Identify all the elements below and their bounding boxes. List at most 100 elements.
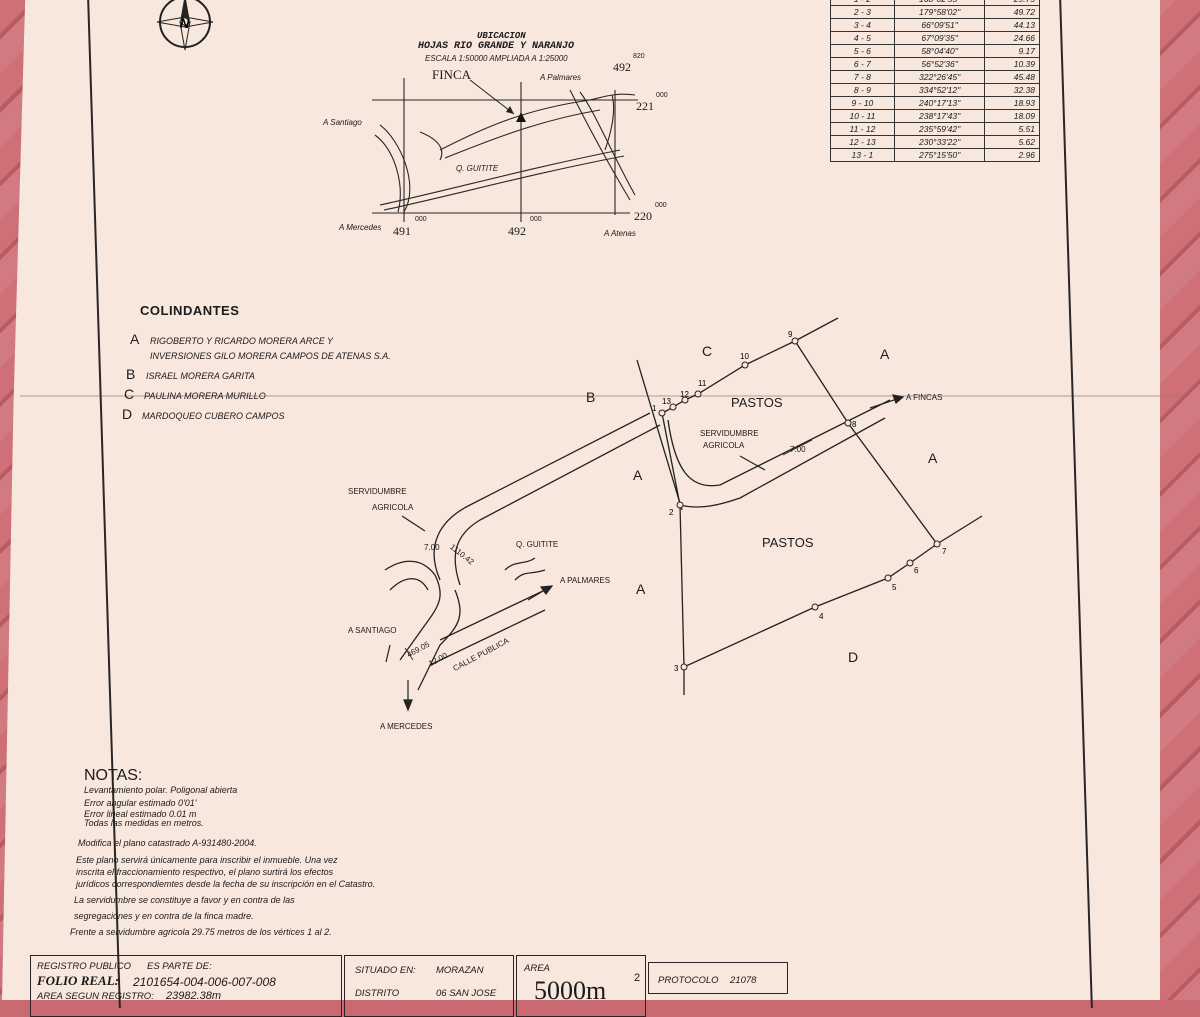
area-registry-label: AREA SEGUN REGISTRO: — [37, 991, 154, 1002]
vertex-label: 5 — [892, 583, 897, 592]
bearing-distance-table: 1 - 2168°02'55''29.752 - 3179°58'02''49.… — [830, 0, 1040, 162]
palmares-label: A PALMARES — [560, 576, 611, 585]
survey-plan-sheet — [2, 0, 1160, 1000]
registry-label: REGISTRO PUBLICO — [37, 961, 131, 972]
note-line: inscrita el fraccionamiento respectivo, … — [76, 867, 334, 877]
note-line: Error angular estimado 0'01' — [84, 798, 197, 808]
map-atenas-label: A Atenas — [604, 229, 636, 238]
vertex-marker — [933, 540, 941, 548]
part-of-label: ES PARTE DE: — [147, 961, 212, 972]
pastos-label-lower: PASTOS — [762, 535, 814, 550]
servidumbre-left-label: SERVIDUMBRE — [348, 487, 407, 496]
colindante-key-c: C — [124, 386, 135, 402]
vertex-label: 2 — [669, 508, 674, 517]
area-value: 5000m — [534, 976, 607, 1005]
coord-492: 492 — [508, 224, 526, 238]
area-registry-value: 23982.38m — [166, 990, 222, 1002]
folio-label: FOLIO REAL: — [37, 973, 119, 988]
vertex-marker — [658, 409, 666, 417]
note-line: Este plano servirá únicamente para inscr… — [76, 855, 338, 865]
note-line: segregaciones y en contra de la finca ma… — [74, 911, 254, 921]
vertex-marker — [884, 574, 892, 582]
colindante-text-a2: INVERSIONES GILO MORERA CAMPOS DE ATENAS… — [150, 351, 391, 361]
note-line: Modifica el plano catastrado A-931480-20… — [78, 838, 257, 848]
coord-492-sup: 000 — [530, 216, 542, 223]
agricola-right-label: AGRICOLA — [703, 441, 745, 450]
colindante-text-b: ISRAEL MORERA GARITA — [146, 371, 255, 381]
vertex-label: 3 — [674, 664, 679, 673]
distrito-label: DISTRITO — [355, 988, 400, 999]
zone-d-label: D — [848, 649, 859, 665]
colindante-key-a: A — [130, 331, 140, 347]
vertex-marker — [681, 396, 689, 404]
bearing-line: 13 - 1 — [830, 148, 895, 162]
location-scale: ESCALA 1:50000 AMPLIADA A 1:25000 — [425, 54, 568, 63]
vertex-marker — [676, 501, 684, 509]
situado-label: SITUADO EN: — [355, 965, 416, 976]
vertex-marker — [811, 603, 819, 611]
bearing-distance: 5.62 — [984, 135, 1040, 149]
situado-value: MORAZAN — [436, 965, 484, 976]
vertex-marker — [791, 337, 799, 345]
note-line: Levantamiento polar. Poligonal abierta — [84, 785, 238, 795]
paper-fold-line — [20, 395, 1180, 397]
coord-221: 221 — [636, 99, 654, 113]
colindante-key-d: D — [122, 406, 133, 422]
map-guitite-label: Q. GUITITE — [456, 164, 499, 173]
servidumbre-right-label: SERVIDUMBRE — [700, 429, 759, 438]
zone-a-label-left: A — [633, 467, 643, 483]
vertex-label: 9 — [788, 330, 793, 339]
vertex-label: 1 — [652, 404, 657, 413]
vertex-label: 13 — [662, 397, 671, 406]
vertex-label: 12 — [680, 390, 689, 399]
finca-label: FINCA — [432, 67, 472, 82]
pastos-label-upper: PASTOS — [731, 395, 783, 410]
location-sheets: HOJAS RIO GRANDE Y NARANJO — [418, 41, 575, 52]
location-title: UBICACION — [477, 31, 526, 41]
vertex-marker — [694, 390, 702, 398]
area-label: AREA — [524, 963, 550, 974]
coord-492-top-sup: 820 — [633, 53, 645, 60]
vertex-marker — [906, 559, 914, 567]
zone-c-label: C — [702, 343, 713, 359]
vertex-marker — [669, 403, 677, 411]
agricola-left-label: AGRICOLA — [372, 503, 414, 512]
vertex-label: 7 — [942, 547, 947, 556]
colindante-key-b: B — [126, 366, 136, 382]
santiago-label: A SANTIAGO — [348, 626, 397, 635]
bearing-distance: 5.51 — [984, 122, 1040, 136]
protocolo-label: PROTOCOLO — [658, 975, 719, 986]
protocolo-value: 21078 — [730, 975, 757, 986]
zone-a-label-lower: A — [636, 581, 646, 597]
note-line: Frente a servidumbre agricola 29.75 metr… — [70, 927, 332, 937]
coord-221-sup: 000 — [656, 92, 668, 99]
coord-492-top: 492 — [613, 60, 631, 74]
zone-a-label-right: A — [928, 450, 938, 466]
mercedes-label: A MERCEDES — [380, 722, 433, 731]
folio-value: 2101654-004-006-007-008 — [133, 975, 276, 989]
coord-220: 220 — [634, 209, 652, 223]
protocolo-box — [648, 962, 788, 994]
a-fincas-label: A FINCAS — [906, 393, 943, 402]
note-line: jurídicos correspondiemtes desde la fech… — [76, 879, 376, 889]
area-unit-sup: 2 — [634, 972, 641, 984]
note-line: Error lineal estimado 0.01 m — [84, 809, 197, 819]
vertex-label: 4 — [819, 612, 824, 621]
bearing-azimuth: 275°15'50'' — [893, 148, 986, 162]
vertex-label: 11 — [698, 379, 707, 388]
colindantes-title: COLINDANTES — [140, 303, 240, 318]
zone-b-label: B — [586, 389, 596, 405]
note-line: La servidumbre se constituye a favor y e… — [74, 895, 295, 905]
bearing-distance: 32.38 — [984, 83, 1040, 97]
colindante-text-d: MARDOQUEO CUBERO CAMPOS — [142, 411, 285, 421]
coord-220-sup: 000 — [655, 202, 667, 209]
